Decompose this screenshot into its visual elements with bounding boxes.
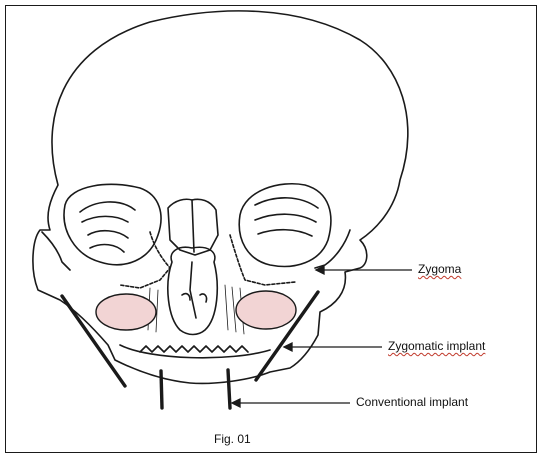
orbit-left [64, 184, 161, 264]
nasal-aperture [168, 247, 217, 334]
zygomatic-implant-label: Zygomatic implant [388, 339, 485, 353]
conventional-implant-right [228, 370, 230, 408]
skull-outline [33, 11, 408, 384]
zygoma-label: Zygoma [418, 262, 461, 276]
maxillary-sinus-right [236, 291, 296, 329]
figure-caption: Fig. 01 [214, 432, 251, 446]
conventional-implant-label: Conventional implant [356, 395, 468, 409]
maxillary-sinus-left [96, 294, 156, 330]
zygomatic-implant-text: Zygomatic implant [388, 339, 485, 353]
conventional-implant-left [161, 371, 162, 408]
orbit-right [239, 184, 331, 267]
